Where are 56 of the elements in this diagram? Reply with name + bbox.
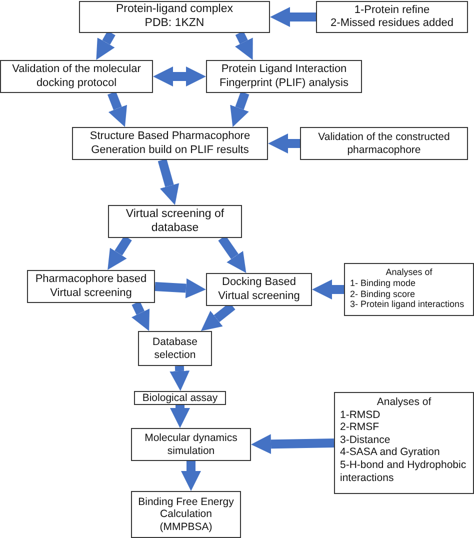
process-box: [108, 205, 242, 238]
box-text: 5-H-bond and Hydrophobic interactions: [340, 458, 468, 484]
block-arrow: [158, 158, 180, 206]
box-text: 2-Missed residues added: [330, 17, 454, 30]
block-arrow: [230, 91, 250, 127]
box-text: Validation of the constructed pharmacophore: [317, 130, 451, 156]
block-arrow: [234, 31, 253, 60]
block-arrow: [153, 66, 206, 86]
process-box: [72, 127, 268, 160]
box-text: Structure Based Pharmacophore Generation build on PLIF results: [88, 130, 252, 157]
process-box: [0, 60, 153, 93]
process-box: [79, 1, 270, 33]
block-arrow: [270, 7, 316, 27]
block-arrow: [312, 280, 344, 300]
box-text: Analyses of: [376, 396, 432, 409]
block-arrow: [154, 278, 206, 298]
box-text: Virtual screening of database: [124, 208, 226, 236]
process-box: [138, 331, 212, 366]
box-text: 3- Protein ligand interactions: [350, 299, 466, 310]
process-box: [131, 428, 251, 461]
block-arrow: [268, 134, 300, 154]
box-text: 3-Distance: [340, 434, 392, 446]
box-text: 2- Binding score: [350, 288, 416, 300]
block-arrow: [131, 301, 150, 331]
block-arrow: [96, 30, 116, 60]
block-arrow: [181, 461, 201, 491]
box-text: Validation of the molecular docking protocol: [11, 63, 142, 90]
block-arrow: [251, 434, 334, 454]
box-text: Database selection: [152, 336, 198, 362]
process-box: [134, 391, 226, 405]
box-text: Protein Ligand Interaction Fingerprint (PLIF) analysis: [218, 63, 350, 90]
box-text: 1-RMSD: [340, 408, 382, 422]
box-text: 1-Protein refine: [353, 4, 431, 17]
process-box: [131, 491, 241, 538]
box-text: Binding Free Energy Calculation (MMPBSA): [137, 496, 235, 534]
box-text: PDB: 1KZN: [144, 17, 206, 31]
block-arrow: [108, 236, 132, 270]
box-text: Docking Based Virtual screening: [217, 276, 301, 303]
box-text: Protein-ligand complex: [115, 3, 234, 17]
list-box: [334, 392, 474, 494]
box-text: Analyses of: [384, 267, 434, 278]
process-box: [300, 127, 468, 160]
process-box: [206, 60, 362, 93]
process-box: [316, 1, 468, 33]
process-box: [206, 273, 312, 306]
box-text: 1- Binding mode: [350, 278, 417, 289]
list-box: [344, 263, 474, 316]
process-box: [27, 270, 155, 303]
block-arrow: [108, 91, 128, 128]
box-text: 2-RMSF: [340, 421, 380, 434]
box-text: Pharmacophore based Virtual screening: [34, 273, 148, 300]
box-text: Molecular dynamics simulation: [144, 432, 238, 458]
box-text: 4-SASA and Gyration: [340, 446, 441, 459]
box-text: Biological assay: [141, 392, 219, 404]
block-arrow: [170, 366, 190, 391]
block-arrow: [170, 405, 190, 428]
